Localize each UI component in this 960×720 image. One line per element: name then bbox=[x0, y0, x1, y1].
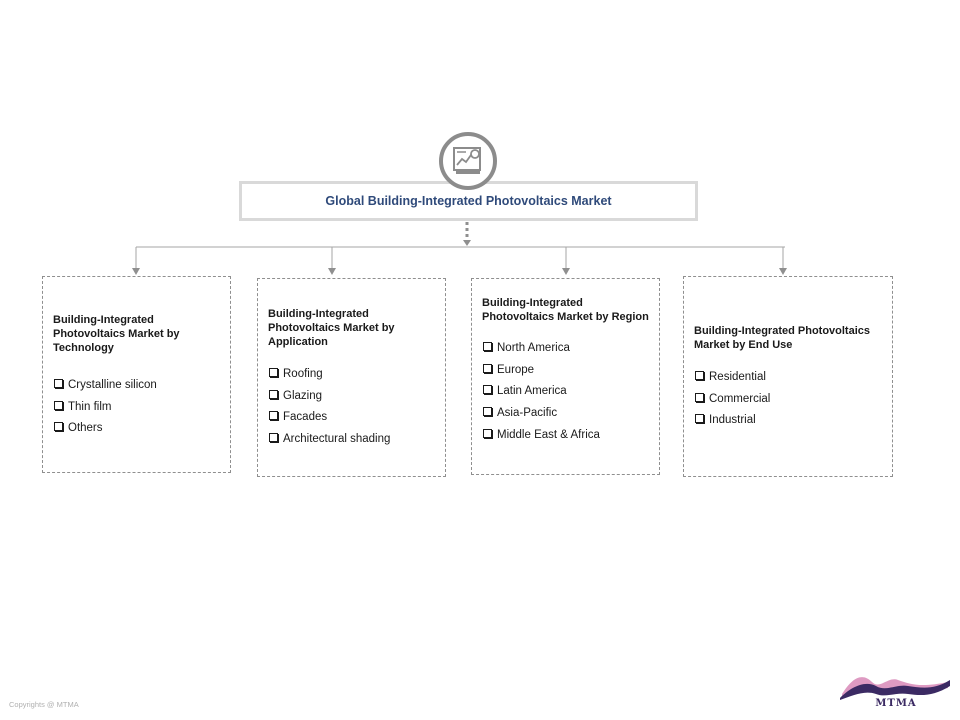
list-item: North America bbox=[482, 338, 651, 360]
mtma-logo: MTMA bbox=[840, 668, 952, 712]
list-item-label: Middle East & Africa bbox=[497, 428, 600, 441]
checkbox-icon bbox=[54, 379, 63, 388]
drop-arrow-application bbox=[328, 268, 336, 275]
segment-heading: Building-Integrated Photovoltaics Market… bbox=[482, 297, 649, 323]
checkbox-icon bbox=[269, 411, 278, 421]
checkbox-icon bbox=[269, 433, 278, 443]
list-item-label: Others bbox=[68, 422, 103, 435]
drop-arrow-region bbox=[562, 268, 570, 275]
checkbox-icon bbox=[483, 385, 492, 395]
checkbox-icon bbox=[54, 400, 63, 410]
segment-list: Roofing Glazing Facades Architectural sh… bbox=[268, 364, 437, 451]
checkbox-icon bbox=[695, 371, 704, 380]
market-title: Global Building-Integrated Photovoltaics… bbox=[325, 194, 612, 208]
title-stem-arrow bbox=[463, 240, 471, 246]
list-item-label: Glazing bbox=[283, 389, 322, 402]
list-item-label: Roofing bbox=[283, 368, 323, 380]
copyright-text: Copyrights @ MTMA bbox=[9, 700, 79, 709]
market-title-box: Global Building-Integrated Photovoltaics… bbox=[239, 181, 698, 221]
checkbox-icon bbox=[269, 368, 278, 377]
checkbox-icon bbox=[483, 363, 492, 373]
segment-heading: Building-Integrated Photovoltaics Market… bbox=[53, 314, 180, 354]
segment-heading: Building-Integrated Photovoltaics Market… bbox=[268, 308, 395, 348]
logo-text: MTMA bbox=[875, 698, 917, 709]
checkbox-icon bbox=[54, 422, 63, 432]
segment-list: North America Europe Latin America Asia-… bbox=[482, 338, 651, 447]
list-item: Latin America bbox=[482, 381, 651, 403]
list-item: Commercial bbox=[694, 389, 884, 411]
segment-list: Crystalline silicon Thin film Others bbox=[53, 375, 222, 440]
segment-box-region: Building-Integrated Photovoltaics Market… bbox=[471, 278, 660, 475]
segment-box-end-use: Building-Integrated Photovoltaics Market… bbox=[683, 276, 893, 477]
drop-arrow-technology bbox=[132, 268, 140, 275]
checkbox-icon bbox=[695, 392, 704, 402]
checkbox-icon bbox=[483, 407, 492, 417]
list-item-label: Commercial bbox=[709, 392, 771, 405]
list-item: Glazing bbox=[268, 386, 437, 408]
segment-box-application: Building-Integrated Photovoltaics Market… bbox=[257, 278, 446, 477]
list-item: Asia-Pacific bbox=[482, 403, 651, 425]
list-item-label: Asia-Pacific bbox=[497, 407, 558, 420]
list-item: Industrial bbox=[694, 410, 884, 432]
list-item: Thin film bbox=[53, 397, 222, 419]
checkbox-icon bbox=[695, 414, 704, 424]
market-chart-glyph bbox=[453, 147, 481, 174]
list-item-label: Industrial bbox=[709, 414, 756, 427]
list-item: Middle East & Africa bbox=[482, 425, 651, 447]
market-chart-icon bbox=[439, 132, 497, 190]
segment-box-technology: Building-Integrated Photovoltaics Market… bbox=[42, 276, 231, 473]
list-item-label: Residential bbox=[709, 371, 766, 383]
list-item: Architectural shading bbox=[268, 429, 437, 451]
list-item: Residential bbox=[694, 367, 884, 389]
list-item-label: North America bbox=[497, 342, 570, 354]
list-item-label: Europe bbox=[497, 363, 535, 376]
list-item: Others bbox=[53, 418, 222, 440]
list-item: Crystalline silicon bbox=[53, 375, 222, 397]
list-item-label: Facades bbox=[283, 411, 328, 424]
list-item: Facades bbox=[268, 407, 437, 429]
logo-wave-icon bbox=[840, 677, 950, 700]
list-item-label: Crystalline silicon bbox=[68, 379, 157, 391]
checkbox-icon bbox=[483, 428, 492, 438]
checkbox-icon bbox=[269, 389, 278, 399]
list-item: Roofing bbox=[268, 364, 437, 386]
list-item-label: Thin film bbox=[68, 400, 112, 413]
segment-list: Residential Commercial Industrial bbox=[694, 367, 884, 432]
segment-heading: Building-Integrated Photovoltaics Market… bbox=[694, 325, 871, 351]
checkbox-icon bbox=[483, 342, 492, 351]
drop-arrow-enduse bbox=[779, 268, 787, 275]
list-item-label: Architectural shading bbox=[283, 433, 391, 446]
list-item: Europe bbox=[482, 360, 651, 382]
list-item-label: Latin America bbox=[497, 385, 567, 398]
